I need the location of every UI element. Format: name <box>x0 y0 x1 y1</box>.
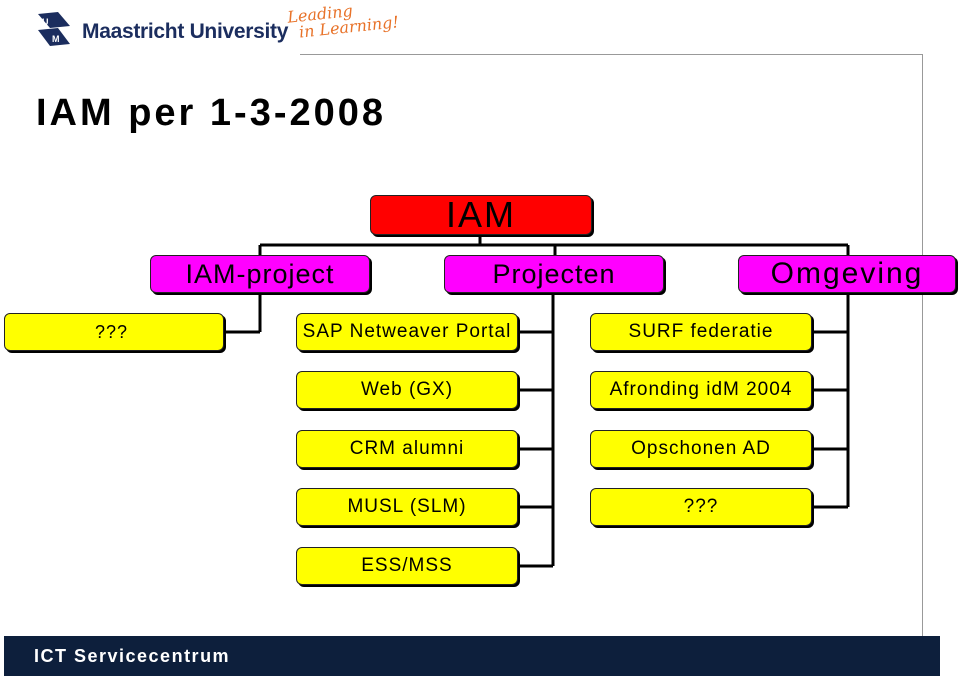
node-unknown-left: ??? <box>4 313 224 351</box>
node-iam-project: IAM-project <box>150 255 370 293</box>
svg-text:M: M <box>52 34 60 44</box>
footer-bar: ICT Servicecentrum <box>4 636 940 676</box>
node-web-gx-label: Web (GX) <box>360 379 454 400</box>
node-sap-netweaver-portal-label: SAP Netweaver Portal <box>302 321 512 342</box>
node-musl-slm: MUSL (SLM) <box>296 488 518 526</box>
frame-top-line <box>300 54 922 55</box>
node-projecten-label: Projecten <box>492 258 616 289</box>
node-opschonen-ad: Opschonen AD <box>590 430 812 468</box>
node-surf-federatie-label: SURF federatie <box>628 321 774 342</box>
node-unknown-left-label: ??? <box>95 321 129 342</box>
logo-text: Maastricht University <box>82 20 289 43</box>
node-iam-root-label: IAM <box>445 194 516 235</box>
footer-accent-bar <box>925 636 930 676</box>
node-opschonen-ad-label: Opschonen AD <box>631 438 771 459</box>
node-ess-mss: ESS/MSS <box>296 547 518 585</box>
footer-text: ICT Servicecentrum <box>34 646 231 666</box>
node-web-gx: Web (GX) <box>296 371 518 409</box>
node-unknown-right-label: ??? <box>683 496 719 517</box>
slide-title: IAM per 1-3-2008 <box>36 92 387 134</box>
node-surf-federatie: SURF federatie <box>590 313 812 351</box>
node-projecten: Projecten <box>444 255 664 293</box>
node-ess-mss-label: ESS/MSS <box>361 555 453 576</box>
node-iam-root: IAM <box>370 194 592 235</box>
maastricht-university-logo: U M Maastricht University Leading in Lea… <box>38 1 400 52</box>
frame-right-line <box>922 54 923 636</box>
node-crm-alumni: CRM alumni <box>296 430 518 468</box>
um-logo-icon: U M <box>38 12 70 46</box>
node-unknown-right: ??? <box>590 488 812 526</box>
node-crm-alumni-label: CRM alumni <box>349 438 465 459</box>
svg-text:U: U <box>42 17 49 27</box>
node-iam-project-label: IAM-project <box>185 258 335 289</box>
node-sap-netweaver-portal: SAP Netweaver Portal <box>296 313 518 351</box>
node-musl-slm-label: MUSL (SLM) <box>347 496 467 517</box>
node-omgeving-label: Omgeving <box>770 257 924 290</box>
node-omgeving: Omgeving <box>738 255 956 293</box>
node-afronding-idm-2004: Afronding idM 2004 <box>590 371 812 409</box>
node-afronding-idm-2004-label: Afronding idM 2004 <box>609 379 793 400</box>
